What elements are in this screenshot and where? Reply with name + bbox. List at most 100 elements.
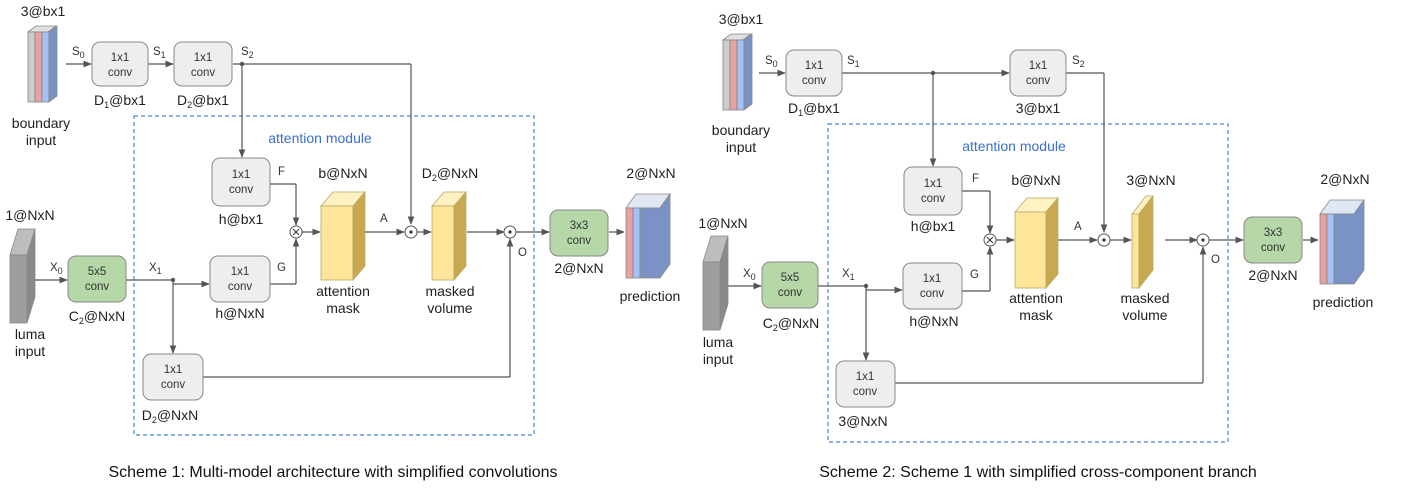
scheme1-conv-s2-dims: D2@bx1 [177, 92, 229, 110]
scheme2-conv-out-line2: conv [1261, 242, 1286, 254]
scheme1-attention-mask-volume [320, 190, 366, 282]
scheme1-attention-mask-dims: b@NxN [318, 165, 367, 181]
scheme1-signal-s0: S0 [72, 46, 85, 60]
scheme1-multiply-op [289, 225, 303, 239]
scheme1-signal-f: F [278, 166, 285, 178]
scheme1-signal-x0: X0 [50, 262, 63, 276]
scheme1-signal-o: O [518, 247, 527, 259]
scheme1-conv-x1-dims: C2@NxN [69, 308, 126, 326]
scheme1-luma-dims: 1@NxN [5, 207, 54, 223]
scheme1-conv-f-line1: 1x1 [232, 169, 251, 181]
scheme1-conv-skip-box [142, 353, 204, 401]
scheme2-attention-mask-label-2: mask [1019, 307, 1053, 323]
scheme1-wires [34, 60, 625, 378]
scheme2-signal-f: F [972, 173, 979, 185]
scheme2-signal-g: G [970, 269, 979, 281]
scheme1-boundary-input-stack [26, 25, 58, 103]
scheme2-luma-dims: 1@NxN [698, 215, 747, 231]
scheme2-masked-volume-label-1: masked [1120, 290, 1169, 306]
scheme1-conv-skip-dims: D2@NxN [142, 407, 199, 425]
scheme2-conv-g-line1: 1x1 [923, 273, 942, 285]
scheme1-conv-s2-box [173, 41, 233, 87]
scheme2-signal-s0: S0 [765, 55, 778, 69]
scheme1-masked-volume-label-1: masked [425, 283, 474, 299]
scheme1-conv-f-line2: conv [229, 184, 254, 196]
scheme1-conv-out-line2: conv [567, 235, 592, 247]
scheme2-conv-f-box [903, 166, 963, 216]
scheme1-signal-g: G [277, 262, 286, 274]
scheme1-conv-g-line2: conv [228, 281, 253, 293]
scheme1-conv-s1-line1: 1x1 [111, 52, 130, 64]
scheme1-prediction-stack [625, 192, 671, 279]
scheme1-caption: Scheme 1: Multi-model architecture with … [108, 464, 557, 481]
scheme1-boundary-label-2: input [26, 132, 56, 148]
scheme2-attention-mask-dims: b@NxN [1011, 172, 1060, 188]
scheme1-conv-s1-line2: conv [108, 67, 133, 79]
scheme2-boundary-dims: 3@bx1 [719, 11, 764, 27]
scheme2-conv-s2-dims: 3@bx1 [1016, 100, 1061, 116]
scheme2-conv-skip-box [835, 360, 896, 408]
scheme1-conv-out-line1: 3x3 [570, 220, 589, 232]
scheme2-conv-s1-dims: D1@bx1 [788, 100, 840, 118]
scheme2-boundary-input-stack [721, 33, 753, 111]
scheme1-luma-label-2: input [15, 343, 45, 359]
scheme1-luma-input-slab [9, 228, 36, 324]
scheme2-conv-skip-line2: conv [853, 386, 878, 398]
scheme2-conv-g-dims: h@NxN [909, 313, 958, 329]
scheme2-conv-out-line1: 3x3 [1264, 227, 1283, 239]
scheme2-luma-label-2: input [703, 351, 733, 367]
scheme1-diagram: attention module [5, 3, 681, 436]
scheme2-masked-volume-label-2: volume [1122, 307, 1167, 323]
scheme2-conv-x1-box [761, 261, 819, 309]
scheme1-conv-s2-line2: conv [191, 67, 216, 79]
scheme1-dot-op-o [503, 225, 517, 239]
scheme1-conv-g-line1: 1x1 [231, 266, 250, 278]
scheme1-boundary-dims: 3@bx1 [21, 3, 66, 19]
scheme2-conv-s2-line1: 1x1 [1029, 60, 1048, 72]
scheme2-conv-skip-line1: 1x1 [856, 371, 875, 383]
scheme2-signal-x1: X1 [842, 268, 855, 282]
scheme1-conv-out-box [549, 209, 609, 257]
scheme1-conv-x1-line1: 5x5 [88, 266, 107, 278]
scheme2-masked-volume-dims: 3@NxN [1126, 172, 1175, 188]
scheme1-attention-title: attention module [268, 130, 372, 146]
scheme2-luma-input-slab [702, 235, 729, 331]
scheme1-luma-label-1: luma [15, 326, 46, 342]
scheme1-dot-op-a [404, 225, 418, 239]
scheme1-conv-out-dims: 2@NxN [554, 260, 603, 276]
scheme1-conv-g-dims: h@NxN [215, 305, 264, 321]
scheme2-conv-g-box [902, 262, 963, 310]
scheme2-attention-title: attention module [962, 138, 1066, 154]
scheme2-signal-s2: S2 [1072, 55, 1085, 69]
scheme2-prediction-dims: 2@NxN [1320, 171, 1369, 187]
scheme1-conv-skip-line2: conv [161, 379, 186, 391]
scheme2-boundary-label-2: input [726, 139, 756, 155]
scheme2-conv-s2-box [1009, 49, 1067, 97]
scheme1-signal-s2: S2 [241, 46, 254, 60]
scheme1-conv-s1-dims: D1@bx1 [94, 92, 146, 110]
scheme2-boundary-label-1: boundary [712, 122, 770, 138]
scheme1-signal-x1: X1 [149, 262, 162, 276]
scheme2-attention-mask-label-1: attention [1009, 290, 1063, 306]
scheme1-conv-skip-line1: 1x1 [164, 364, 183, 376]
scheme1-attention-frame [133, 115, 535, 436]
scheme2-conv-f-line2: conv [921, 193, 946, 205]
scheme2-diagram: attention module [698, 11, 1373, 443]
scheme1-boundary-label-1: boundary [12, 115, 70, 131]
scheme1-signal-s1: S1 [153, 46, 166, 60]
scheme2-signal-o: O [1211, 254, 1220, 266]
scheme2-signal-s1: S1 [847, 55, 860, 69]
scheme2-dot-op-a [1097, 233, 1111, 247]
scheme2-wires [728, 69, 1319, 384]
scheme2-conv-g-line2: conv [920, 288, 945, 300]
scheme2-conv-skip-dims: 3@NxN [838, 413, 887, 429]
scheme2-conv-s2-line2: conv [1026, 75, 1051, 87]
scheme1-prediction-label: prediction [620, 288, 681, 304]
scheme2-prediction-stack [1319, 198, 1365, 285]
scheme1-conv-x1-line2: conv [85, 281, 110, 293]
scheme2-attention-mask-volume [1014, 196, 1059, 290]
scheme1-attention-mask-label-2: mask [326, 300, 360, 316]
scheme2-conv-s1-box [785, 49, 843, 97]
scheme2-attention-frame [827, 123, 1229, 443]
scheme1-conv-f-box [211, 157, 271, 207]
